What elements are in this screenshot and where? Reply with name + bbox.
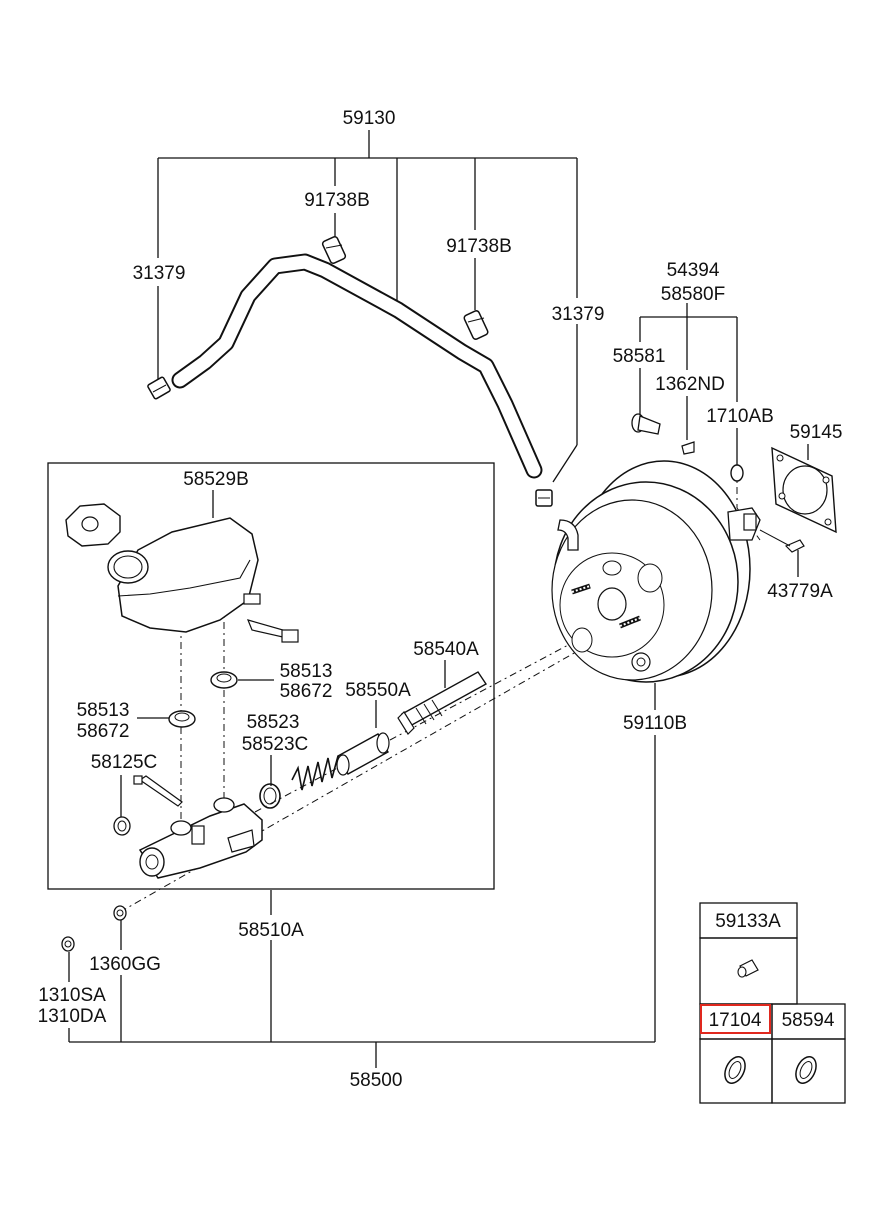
- booster-gasket-59145: [771, 446, 837, 534]
- label-1360gg[interactable]: 1360GG: [89, 954, 161, 975]
- grommet-58513-left: [168, 710, 196, 728]
- label-58594[interactable]: 58594: [782, 1010, 835, 1031]
- brake-booster: [551, 460, 751, 683]
- label-1310da[interactable]: 1310DA: [38, 1006, 107, 1027]
- label-1310sa[interactable]: 1310SA: [38, 985, 106, 1006]
- secondary-piston-58550a: [336, 732, 390, 776]
- label-58500[interactable]: 58500: [350, 1070, 403, 1091]
- label-31379-left[interactable]: 31379: [133, 263, 186, 284]
- hose-clip-left: [147, 376, 171, 400]
- washer-1710ab: [730, 464, 744, 482]
- nut-1360gg: [113, 905, 127, 921]
- bolt-58125c: [133, 775, 183, 807]
- label-1362nd[interactable]: 1362ND: [655, 374, 725, 395]
- leader-lines: [68, 130, 809, 1068]
- label-58550a[interactable]: 58550A: [345, 680, 411, 701]
- return-spring: [291, 755, 339, 791]
- seal-17104: [724, 1056, 746, 1084]
- brake-fluid-reservoir: [65, 503, 299, 643]
- label-58513-left[interactable]: 58513: [77, 700, 130, 721]
- label-59130[interactable]: 59130: [343, 108, 396, 129]
- primary-piston-58540a: [397, 671, 488, 735]
- hose-clip-right: [535, 489, 553, 507]
- label-58672-left[interactable]: 58672: [77, 721, 130, 742]
- hose-clip-91738b-a: [321, 235, 347, 265]
- vacuum-hose: [147, 235, 553, 507]
- label-58581[interactable]: 58581: [613, 346, 666, 367]
- label-43779a[interactable]: 43779A: [767, 581, 833, 602]
- clevis-assembly: [727, 507, 805, 553]
- label-58523[interactable]: 58523: [247, 712, 300, 733]
- label-58529b[interactable]: 58529B: [183, 469, 249, 490]
- seal-58594: [795, 1056, 817, 1084]
- label-54394[interactable]: 54394: [667, 260, 720, 281]
- part-number-labels: 59130 91738B 31379 91738B 31379 54394 58…: [38, 108, 843, 1091]
- fitting-59133a: [737, 959, 759, 978]
- label-58125c[interactable]: 58125C: [91, 752, 158, 773]
- o-ring-58523: [259, 783, 281, 809]
- bleeder-cap: [113, 816, 131, 836]
- separate-parts-table: [699, 902, 846, 1104]
- hose-clip-91738b-b: [463, 310, 489, 340]
- label-91738b-a[interactable]: 91738B: [304, 190, 370, 211]
- label-58540a[interactable]: 58540A: [413, 639, 479, 660]
- label-1710ab[interactable]: 1710AB: [706, 406, 774, 427]
- label-59110b[interactable]: 59110B: [623, 713, 687, 734]
- label-91738b-b[interactable]: 91738B: [446, 236, 512, 257]
- snap-clip-1362nd: [681, 441, 695, 455]
- label-58523c[interactable]: 58523C: [242, 734, 309, 755]
- label-59145[interactable]: 59145: [790, 422, 843, 443]
- label-58510a[interactable]: 58510A: [238, 920, 304, 941]
- clevis-pin-58581: [631, 413, 661, 435]
- highlight-box-17104: [700, 1004, 771, 1034]
- master-cylinder-group-box: [47, 462, 495, 890]
- master-cylinder-body: [138, 797, 263, 879]
- label-31379-right[interactable]: 31379: [552, 304, 605, 325]
- label-59133a[interactable]: 59133A: [715, 911, 781, 932]
- label-58513-right[interactable]: 58513: [280, 661, 333, 682]
- label-58580f[interactable]: 58580F: [661, 284, 725, 305]
- grommet-58513-right: [210, 671, 238, 689]
- label-17104[interactable]: 17104: [709, 1010, 762, 1031]
- nut-1310sa: [61, 936, 75, 952]
- label-58672-right[interactable]: 58672: [280, 681, 333, 702]
